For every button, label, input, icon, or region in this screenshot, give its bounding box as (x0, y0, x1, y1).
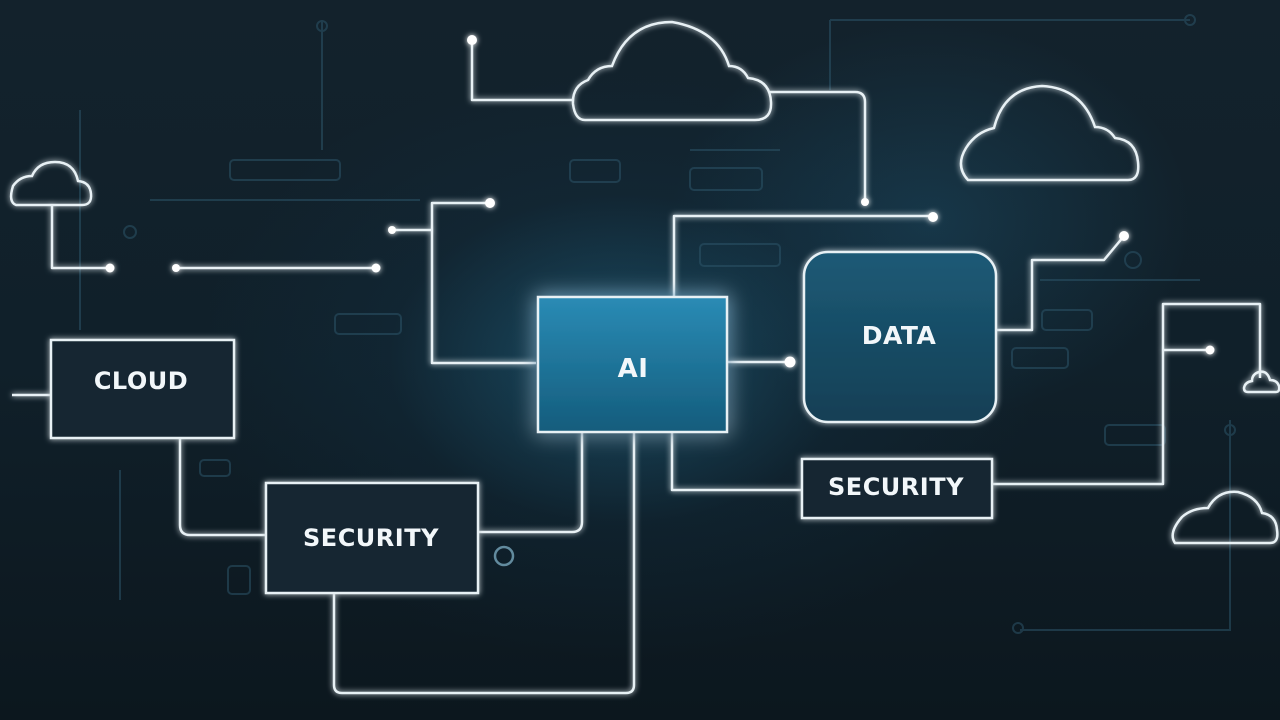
security-left-label: SECURITY (303, 524, 439, 552)
background-circuitry (79, 14, 1236, 634)
cloud-icon (959, 84, 1140, 182)
cloud-icon (9, 160, 93, 207)
security-node-left[interactable]: SECURITY (264, 481, 480, 595)
endpoint-dots (105, 35, 1215, 368)
security-right-label: SECURITY (828, 473, 964, 501)
data-node[interactable]: DATA (802, 250, 998, 424)
cloud-node[interactable]: CLOUD (49, 338, 236, 440)
cloud-icon (571, 20, 773, 122)
connector-lines (12, 40, 1262, 695)
cloud-icon (1242, 370, 1280, 394)
ai-node[interactable]: AI (536, 295, 729, 434)
cloud-label: CLOUD (94, 367, 188, 395)
security-node-right[interactable]: SECURITY (800, 457, 994, 520)
data-label: DATA (862, 321, 937, 350)
cloud-icon (1171, 490, 1279, 545)
ai-label: AI (618, 354, 649, 384)
hollow-node-markers (493, 545, 515, 567)
